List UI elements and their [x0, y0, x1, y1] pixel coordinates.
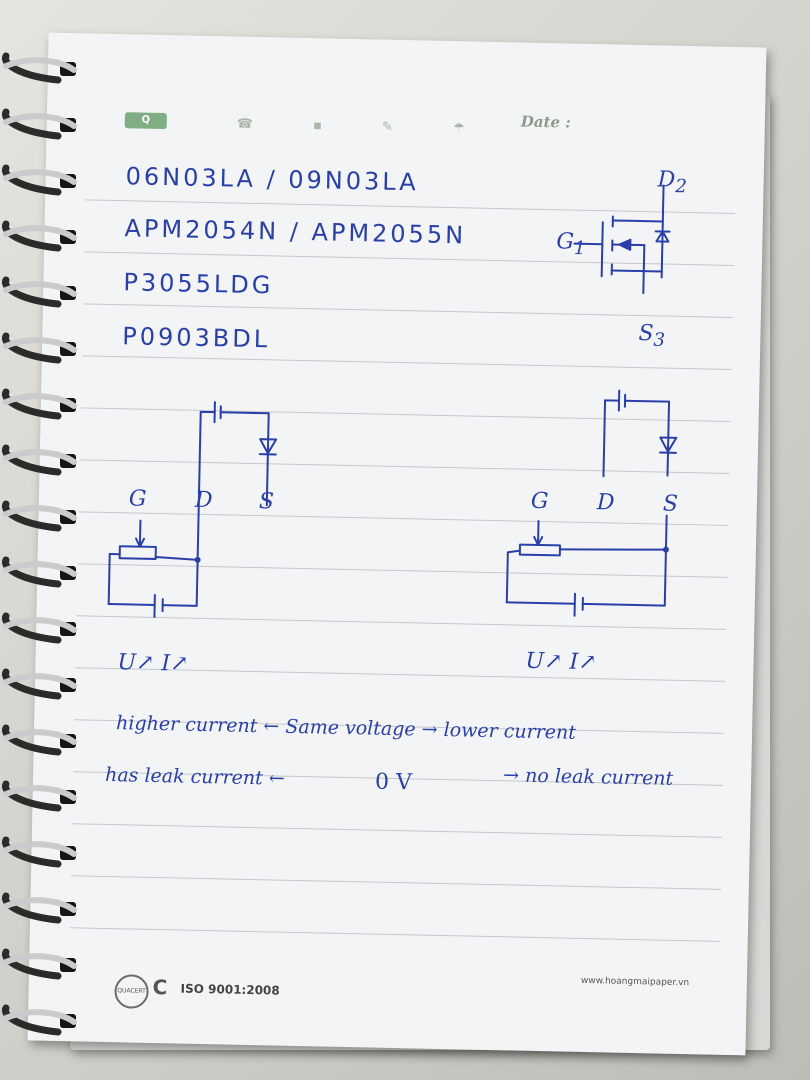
binding-ring — [2, 444, 77, 476]
binding-ring — [2, 500, 77, 532]
binding-ring — [2, 724, 77, 756]
binding-ring — [2, 52, 77, 84]
binding-ring — [2, 388, 77, 420]
binding-ring — [2, 948, 77, 980]
binding-ring — [2, 332, 77, 364]
binding-ring — [2, 612, 77, 644]
notebook-page: Q ☎ ▪ ✎ ☂ Date : 06N03LA / 09N03LA APM20… — [27, 32, 767, 1056]
binding-ring — [2, 108, 77, 140]
binding-ring — [2, 556, 77, 588]
binding-ring — [2, 1004, 77, 1036]
circuit-drawings — [107, 184, 678, 618]
right-circuit — [505, 389, 678, 617]
binding-ring — [2, 780, 77, 812]
binding-ring — [2, 276, 77, 308]
binding-ring — [2, 836, 77, 868]
binding-ring — [2, 220, 77, 252]
mosfet-symbol — [573, 184, 671, 295]
binding-ring — [2, 892, 77, 924]
left-circuit — [107, 401, 278, 618]
binding-ring — [2, 668, 77, 700]
binding-ring — [2, 164, 77, 196]
